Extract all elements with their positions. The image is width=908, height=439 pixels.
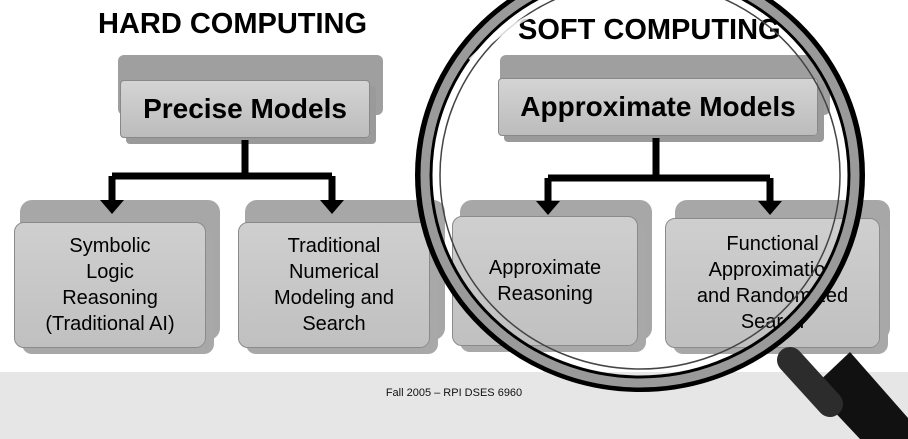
- precise-models-box: Precise Models: [120, 80, 370, 138]
- symbolic-logic-box: Symbolic Logic Reasoning (Traditional AI…: [14, 222, 206, 348]
- numerical-modeling-line-3: Modeling and: [273, 287, 395, 309]
- symbolic-logic-line-4: (Traditional AI): [45, 313, 175, 335]
- hard-connector-lines: [108, 140, 336, 205]
- magnifier-neck: [777, 347, 843, 417]
- symbolic-logic-line-3: Reasoning: [62, 287, 158, 309]
- soft-arrow-right: [758, 201, 782, 215]
- hard-arrow-right: [320, 200, 344, 214]
- soft-connector-lines: [544, 138, 774, 206]
- numerical-modeling-line-2: Numerical: [288, 261, 380, 283]
- hard-arrow-left: [100, 200, 124, 214]
- hard-computing-title: HARD COMPUTING: [98, 8, 368, 40]
- soft-connector: [544, 138, 774, 206]
- functional-approximation-line-1: Functional: [726, 233, 819, 255]
- precise-models-label: Precise Models: [143, 93, 347, 124]
- numerical-modeling-line-4: Search: [302, 313, 366, 335]
- approximate-reasoning-line-1: Approximate: [488, 257, 602, 279]
- footer-band: [0, 372, 908, 439]
- numerical-modeling-line-1: Traditional: [287, 235, 381, 257]
- numerical-modeling-box: Traditional Numerical Modeling and Searc…: [238, 222, 430, 348]
- hard-connector: [108, 140, 336, 205]
- lens-glass-edge: [439, 0, 841, 370]
- symbolic-logic-line-2: Logic: [86, 261, 134, 283]
- approximate-models-label: Approximate Models: [520, 91, 796, 122]
- lens-rim-outer: [415, 0, 865, 392]
- magnifying-glass-icon: [415, 0, 908, 439]
- approximate-reasoning-line-2: Reasoning: [497, 283, 593, 305]
- soft-computing-title: SOFT COMPUTING: [518, 14, 781, 46]
- footer-text: Fall 2005 – RPI DSES 6960: [385, 387, 523, 399]
- lens-rim-band: [420, 0, 860, 388]
- functional-approximation-line-2: Approximation: [708, 259, 837, 281]
- lens-glare: [468, 0, 574, 62]
- soft-arrow-left: [536, 201, 560, 215]
- magnifier-handle: [812, 352, 908, 439]
- symbolic-logic-line-1: Symbolic: [69, 235, 151, 257]
- lens-rim-inner: [429, 0, 851, 379]
- approximate-models-box: Approximate Models: [498, 78, 818, 136]
